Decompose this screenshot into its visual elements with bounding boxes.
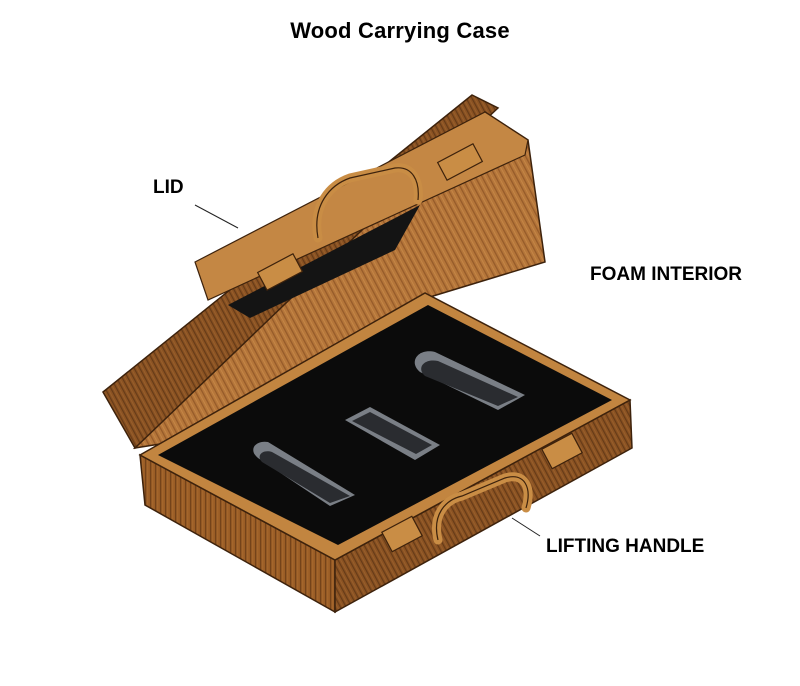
lid-recess [228,205,420,318]
base-latches [381,432,583,553]
lid-latches [256,142,484,292]
foam-cutout-right [414,351,525,410]
lid-leader-line [194,204,239,229]
foam-cutout-left [253,441,355,506]
diagram-title: Wood Carrying Case [290,18,510,43]
handle-leader-line [511,517,541,537]
lifting-handle-callout: LIFTING HANDLE [546,536,705,557]
lid-callout: LID [153,177,184,198]
foam-interior-callout: FOAM INTERIOR [590,264,742,285]
foam-cutout-middle [345,407,440,460]
